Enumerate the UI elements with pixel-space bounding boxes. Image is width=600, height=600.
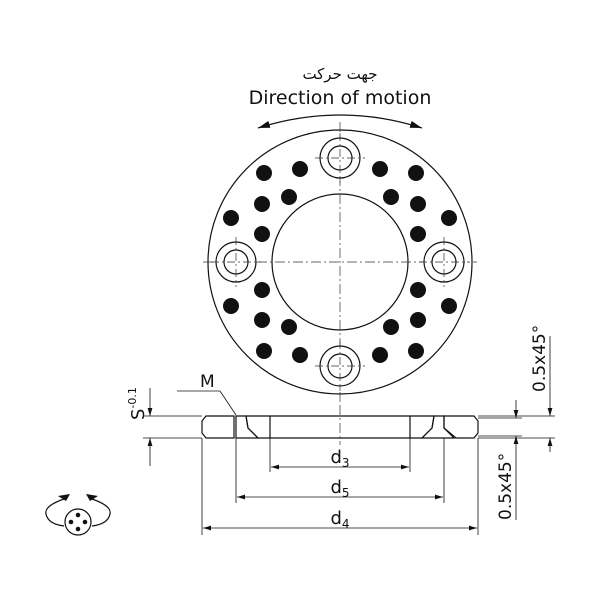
- label-d4: d4: [330, 508, 349, 531]
- label-s: S-0.1: [126, 387, 149, 420]
- mounting-holes: [211, 133, 469, 391]
- chamfer-bottom-label: 0.5x45°: [496, 453, 516, 520]
- mounting-hole: [419, 237, 469, 287]
- pocket-dot: [292, 161, 308, 177]
- pocket-dot: [256, 165, 272, 181]
- title-english: Direction of motion: [249, 87, 432, 109]
- title-persian: جهت حرکت: [302, 65, 377, 83]
- pocket-dot: [223, 298, 239, 314]
- pocket-dot: [281, 319, 297, 335]
- pocket-dot: [408, 165, 424, 181]
- side-view: d3 d5 d4 S-0.1 M 0.5x45° 0.5x45°: [126, 325, 555, 535]
- chamfer-top-label: 0.5x45°: [530, 325, 550, 392]
- mounting-hole: [315, 341, 365, 391]
- mounting-hole: [315, 133, 365, 183]
- pocket-dot: [256, 343, 272, 359]
- pocket-dot: [254, 226, 270, 242]
- pocket-dot: [254, 312, 270, 328]
- pocket-dot: [408, 343, 424, 359]
- pocket-dot: [254, 282, 270, 298]
- label-d3: d3: [330, 447, 349, 470]
- top-view: [203, 122, 477, 402]
- pocket-dot: [441, 298, 457, 314]
- pocket-dot: [441, 210, 457, 226]
- pocket-dot: [292, 347, 308, 363]
- pocket-dot: [383, 189, 399, 205]
- motion-arrow: [257, 114, 423, 129]
- pocket-dot: [410, 226, 426, 242]
- label-m: M: [200, 372, 215, 392]
- pocket-dot: [410, 196, 426, 212]
- label-d5: d5: [330, 477, 349, 500]
- mounting-hole: [211, 237, 261, 287]
- pocket-dot: [372, 347, 388, 363]
- pocket-dot: [281, 189, 297, 205]
- pocket-dot: [223, 210, 239, 226]
- pocket-dot: [410, 282, 426, 298]
- pocket-dot: [410, 312, 426, 328]
- rotation-symbol-icon: [45, 494, 111, 536]
- pocket-dot: [254, 196, 270, 212]
- pocket-dot: [383, 319, 399, 335]
- lubricant-pockets: [223, 161, 457, 363]
- pocket-dot: [372, 161, 388, 177]
